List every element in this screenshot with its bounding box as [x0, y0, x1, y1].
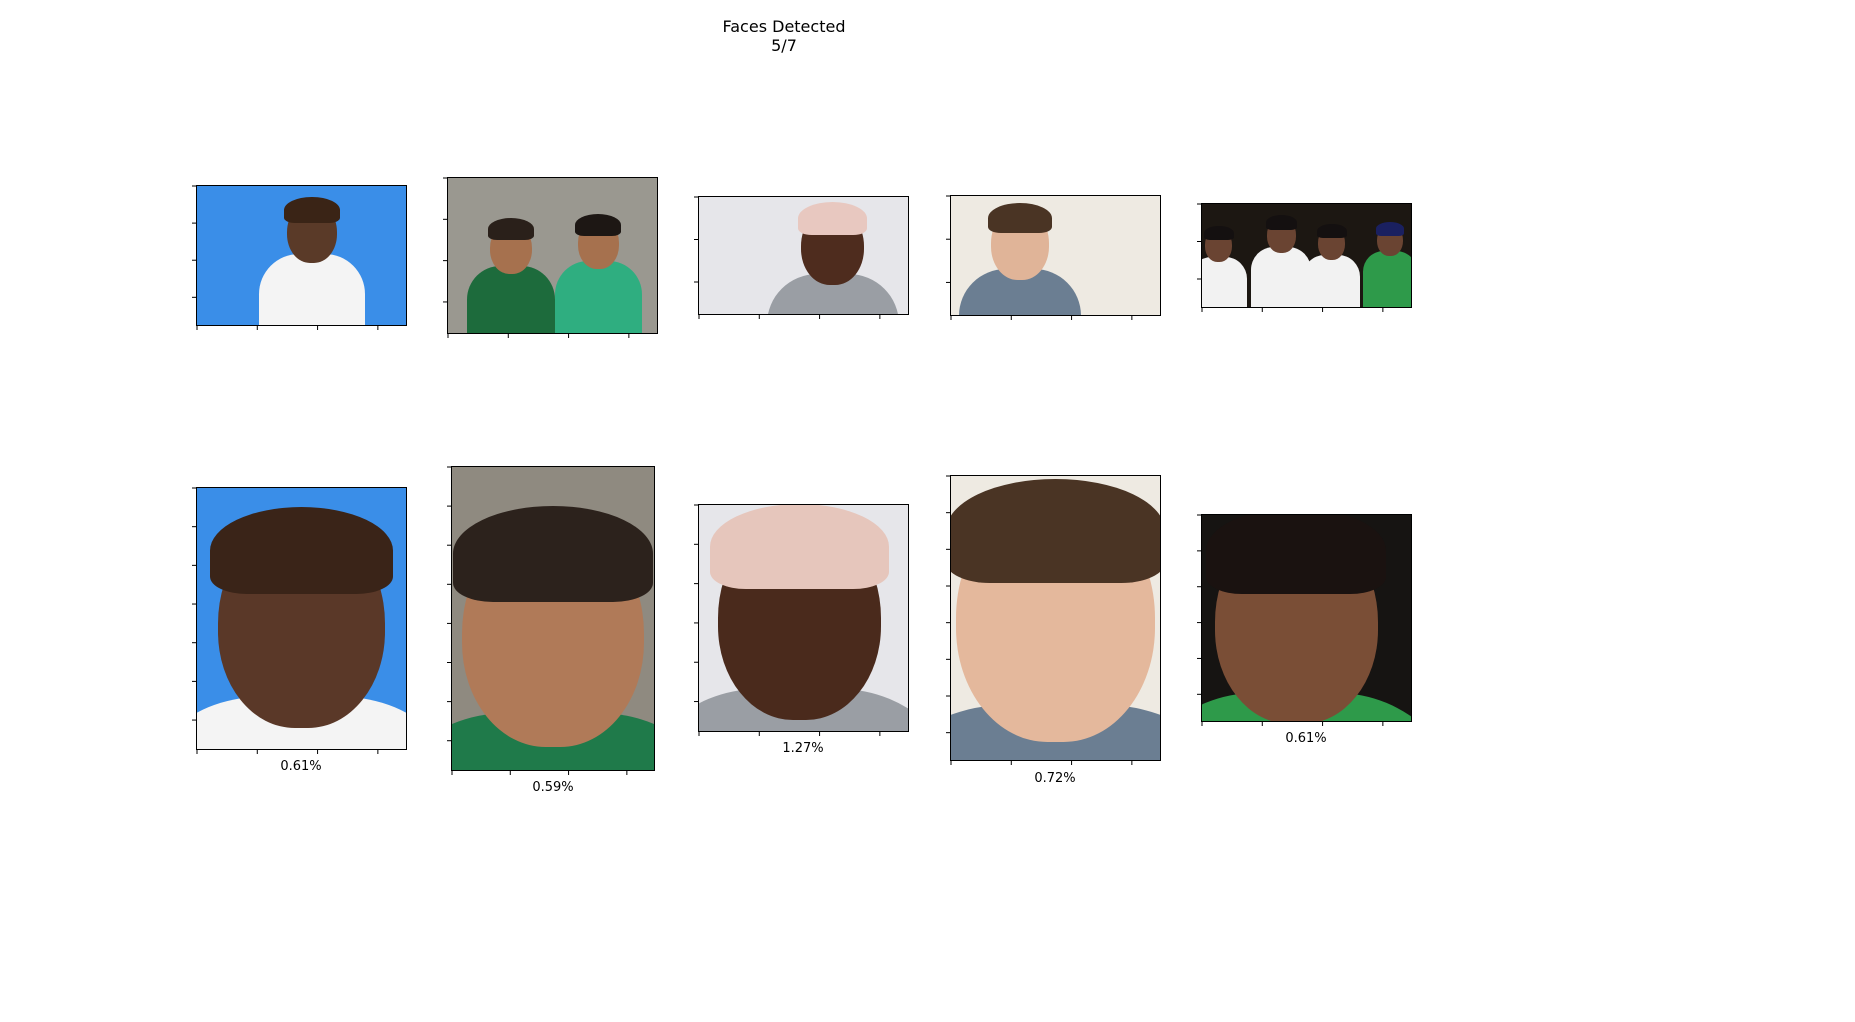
face-crop-4: [950, 475, 1161, 761]
hair-shape: [487, 218, 534, 241]
shirt-shape: [1303, 255, 1361, 307]
hair-shape: [1265, 214, 1298, 230]
face-crop-3: [698, 504, 909, 732]
hair-shape: [798, 202, 868, 236]
hair-shape: [1375, 221, 1405, 236]
shirt-shape: [1362, 251, 1411, 307]
hair-shape: [987, 202, 1053, 234]
figure-title: Faces Detected: [722, 17, 846, 36]
original-image-3: [698, 196, 909, 315]
crop-caption-1: 0.61%: [280, 759, 322, 774]
face-crop-1: [196, 487, 407, 750]
crop-caption-5: 0.61%: [1285, 731, 1327, 746]
hair-shape: [1316, 224, 1347, 239]
crop-caption-3: 1.27%: [782, 741, 824, 756]
figure-subtitle: 5/7: [771, 36, 797, 55]
crop-caption-4: 0.72%: [1034, 771, 1076, 786]
hair-shape: [951, 479, 1160, 584]
original-image-1: [196, 185, 407, 326]
hair-shape: [1206, 515, 1386, 594]
face-crop-2: [451, 466, 655, 771]
original-image-5: [1201, 203, 1412, 308]
hair-shape: [284, 196, 340, 224]
shirt-shape: [466, 266, 555, 333]
hair-shape: [453, 506, 653, 602]
hair-shape: [1203, 226, 1234, 241]
shirt-shape: [1251, 247, 1312, 307]
shirt-shape: [259, 253, 365, 325]
original-image-4: [950, 195, 1161, 316]
shirt-shape: [1202, 257, 1248, 307]
hair-shape: [209, 506, 394, 595]
hair-shape: [575, 213, 622, 236]
shirt-shape: [554, 261, 643, 333]
original-image-2: [447, 177, 658, 334]
face-crop-5: [1201, 514, 1412, 722]
crop-caption-2: 0.59%: [532, 780, 574, 795]
hair-shape: [709, 505, 889, 590]
